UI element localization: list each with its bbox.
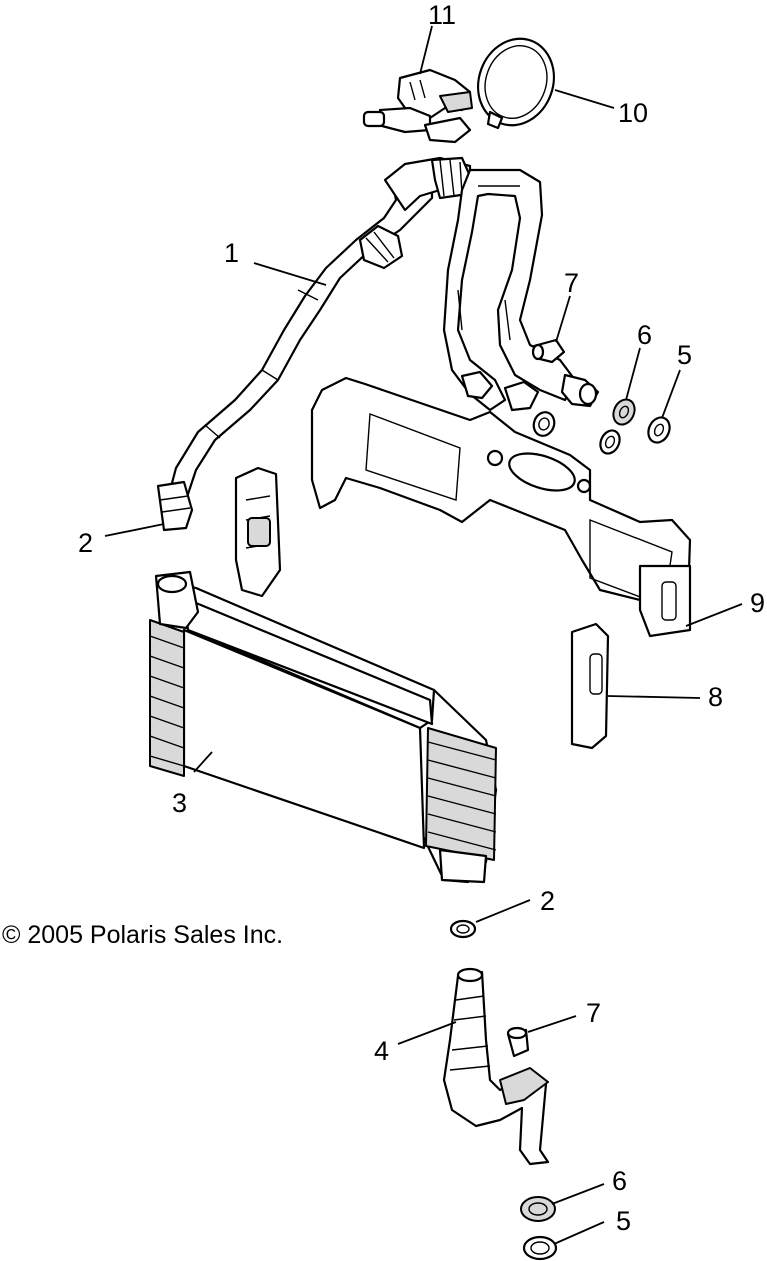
callout-2-lower: 2 <box>540 886 555 916</box>
callout-9: 9 <box>750 588 765 618</box>
part-11-fitting <box>362 68 473 144</box>
callout-6-lower: 6 <box>612 1166 627 1196</box>
washers-upper <box>532 398 671 455</box>
part-1-hose-assembly <box>166 156 600 502</box>
washers-lower <box>520 1196 558 1261</box>
callout-2-upper: 2 <box>78 528 93 558</box>
leader-lines <box>104 25 743 1245</box>
callout-5-lower: 5 <box>616 1206 631 1236</box>
callout-4: 4 <box>374 1036 389 1066</box>
part-8-grommet <box>570 622 610 750</box>
part-7-fitting-upper <box>531 338 566 364</box>
callout-8: 8 <box>708 682 723 712</box>
copyright-notice: © 2005 Polaris Sales Inc. <box>2 921 284 949</box>
part-2-oring-upper <box>156 480 194 532</box>
callout-6-upper: 6 <box>637 320 652 350</box>
part-4-lower-pipe <box>442 967 550 1166</box>
callout-labels: 11 10 1 7 6 5 2 9 8 3 2 7 4 6 5 <box>78 0 765 1236</box>
callout-11: 11 <box>428 0 456 30</box>
callout-7-lower: 7 <box>586 998 601 1028</box>
grommet-left <box>234 466 282 598</box>
part-7-fitting-lower <box>506 1026 530 1058</box>
part-9-bracket <box>310 376 692 638</box>
part-3-oil-cooler <box>149 570 498 884</box>
callout-3: 3 <box>172 788 187 818</box>
part-2-oring-lower <box>449 919 477 939</box>
callout-7-upper: 7 <box>564 268 579 298</box>
callout-10: 10 <box>618 98 648 128</box>
callout-5-upper: 5 <box>677 340 692 370</box>
callout-1: 1 <box>224 238 239 268</box>
part-10-clamp <box>477 37 555 130</box>
